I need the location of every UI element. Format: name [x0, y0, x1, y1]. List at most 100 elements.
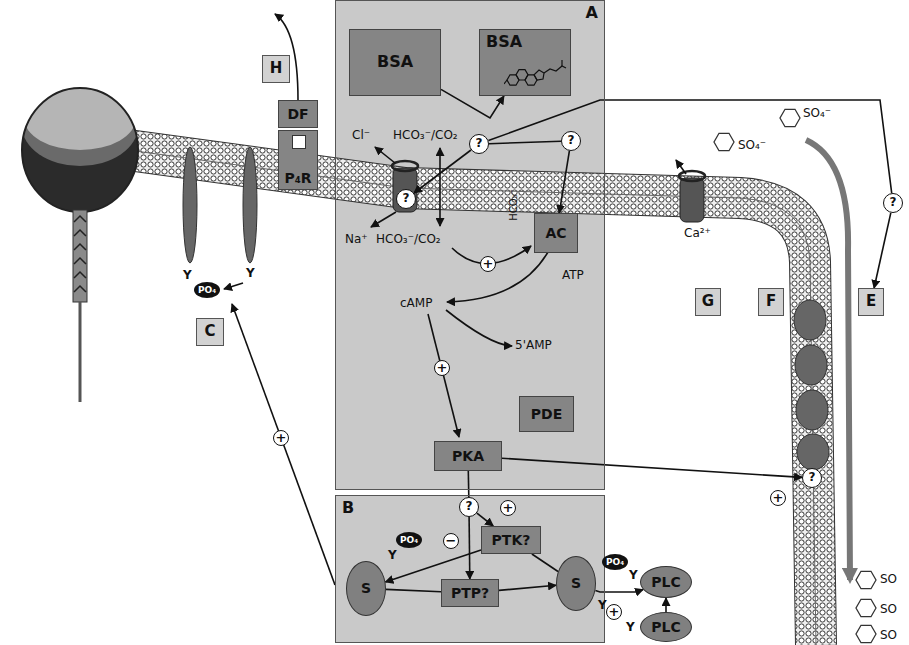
node-text: ? [890, 196, 897, 210]
membrane [128, 150, 816, 645]
protein-box: PTK? [481, 526, 541, 554]
node-text: ? [466, 500, 473, 514]
molecule-label: Y [246, 266, 255, 280]
sperm-cell [22, 86, 138, 402]
protein-box: BSA [349, 29, 441, 96]
receptor-pore [292, 135, 306, 149]
connector [595, 590, 643, 592]
connector [385, 550, 481, 582]
node-text: E [866, 293, 876, 310]
protein-box: BSA [479, 29, 571, 96]
molecule-label: SO [880, 572, 897, 586]
molecule-label: SO₄⁻ [803, 106, 831, 120]
node-text: PTP? [451, 585, 489, 601]
node-text: S [361, 580, 371, 596]
node-text: PTK? [492, 532, 531, 548]
sign-symbol: + [480, 256, 496, 272]
molecule-label: Ca²⁺ [684, 226, 711, 240]
question-circle: ? [459, 497, 479, 517]
node-text: PKA [452, 448, 484, 464]
sign-symbol: + [606, 604, 622, 620]
molecule-label: cAMP [400, 296, 432, 310]
molecule-label: SO₄⁻ [738, 138, 766, 152]
protein-ellipse: PLC [640, 612, 692, 642]
phosphate-tag: PO₄ [194, 282, 220, 298]
connector [532, 554, 558, 572]
connector [477, 513, 493, 526]
sign-symbol: − [443, 533, 459, 549]
cholesterol-molecule [504, 52, 568, 92]
protein-box: P₄R [278, 130, 318, 190]
molecule-label: HCO₃⁻ [508, 189, 520, 221]
panel-region: A BSA BSA ??? AC PDE PKA [335, 0, 605, 490]
protein-box: PDE [519, 396, 574, 432]
node-text: C [204, 323, 215, 340]
connector [467, 471, 469, 497]
question-circle: ? [396, 189, 416, 209]
node-text: BSA [486, 33, 522, 51]
membrane-proteins [183, 147, 829, 470]
molecule-label: SO [880, 602, 897, 616]
molecule-label: Y [626, 620, 635, 634]
phosphate-tag: PO₄ [602, 554, 628, 570]
node-text: PDE [531, 406, 562, 422]
node-text: PLC [651, 574, 680, 590]
node-text: P₄R [284, 170, 311, 186]
question-circle: ? [561, 131, 581, 151]
protein-ellipse: S [556, 556, 596, 611]
molecule-label: SO [880, 628, 897, 642]
molecule-label: HCO₃⁻/CO₂ [393, 128, 458, 142]
node-text: G [702, 293, 714, 310]
node-text: AC [545, 225, 566, 241]
protein-ellipse: S [346, 561, 386, 616]
connector [488, 100, 891, 193]
panel-ground [335, 0, 605, 490]
node-text: B [342, 499, 354, 517]
panel-ground [335, 495, 605, 643]
connector [559, 151, 569, 213]
node-text: DF [287, 106, 308, 122]
node-text: A [586, 4, 598, 22]
connector [665, 598, 667, 612]
molecule-label: Cl⁻ [352, 128, 370, 142]
connector [468, 517, 470, 579]
sign-symbol: + [273, 430, 289, 446]
node-text: ? [476, 137, 483, 151]
phosphate-tag: PO₄ [396, 532, 422, 548]
connector [489, 141, 561, 143]
connector [499, 585, 556, 590]
protein-box: DF [278, 100, 318, 128]
panel-letter: E [858, 288, 884, 316]
protein-box: PTP? [441, 579, 499, 607]
node-text: ? [403, 192, 410, 206]
sign-symbol: + [770, 490, 786, 506]
connector [386, 589, 441, 591]
panel-letter: G [695, 288, 721, 316]
molecule-label: Y [629, 568, 638, 582]
molecule-label: Na⁺ [345, 232, 368, 246]
molecule-label: ATP [562, 268, 584, 282]
node-text: S [571, 575, 581, 591]
question-circle: ? [883, 193, 903, 213]
protein-ellipse: PLC [640, 566, 692, 598]
panel-letter: F [758, 288, 784, 316]
molecule-label: 5'AMP [515, 338, 552, 352]
panel-letter: H [262, 55, 290, 83]
question-circle: ? [802, 468, 822, 488]
node-text: PLC [651, 619, 680, 635]
molecule-label: Y [388, 548, 397, 562]
molecule-label: Y [183, 268, 192, 282]
connector [874, 213, 891, 288]
sulfated-sugars [714, 109, 876, 642]
node-text: BSA [377, 53, 413, 71]
connector [414, 150, 471, 193]
molecule-label: HCO₃⁻/CO₂ [376, 232, 441, 246]
panel-region: B? PTK? PTP? S S [335, 495, 605, 643]
protein-box: AC [534, 213, 578, 253]
question-circle: ? [469, 134, 489, 154]
node-text: H [270, 60, 283, 77]
node-text: F [766, 293, 776, 310]
panel-letter: C [196, 318, 224, 346]
sign-symbol: + [434, 360, 450, 376]
